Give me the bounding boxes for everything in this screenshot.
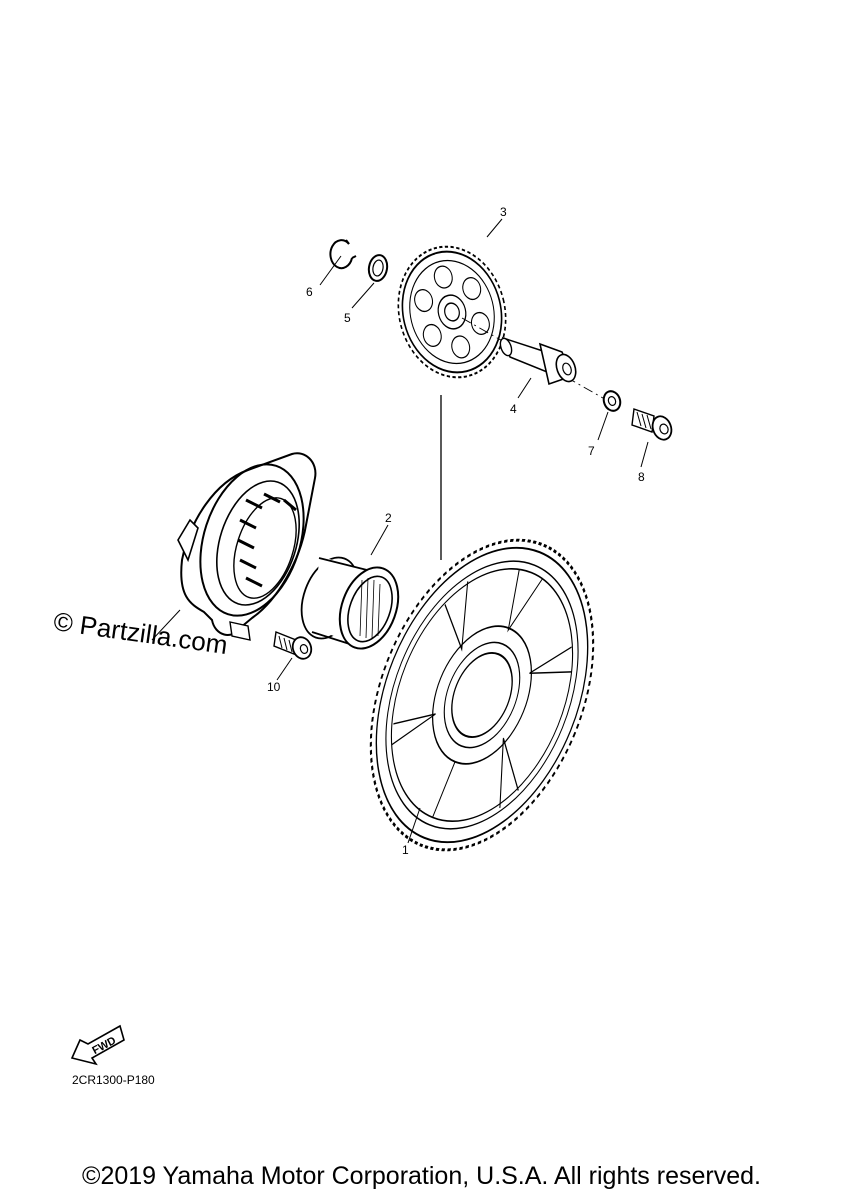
copyright-notice: ©2019 Yamaha Motor Corporation, U.S.A. A… <box>82 1162 761 1190</box>
washer-5 <box>367 254 389 282</box>
needle-bearing <box>300 556 400 650</box>
bolt-7 <box>631 408 673 441</box>
part-label-5: 5 <box>344 311 351 325</box>
part-label-8: 7 <box>588 444 595 458</box>
starter-wheel-gear <box>369 538 595 852</box>
diagram-code: 2CR1300-P180 <box>72 1073 155 1087</box>
idler-gear <box>397 245 507 379</box>
part-label-3: 3 <box>500 205 507 219</box>
part-label-4: 4 <box>510 402 517 416</box>
starter-clutch-housing <box>177 452 317 641</box>
idler-shaft <box>499 336 577 386</box>
part-label-7: 8 <box>638 470 645 484</box>
washer-8 <box>602 390 622 412</box>
fwd-label: FWD <box>90 1035 118 1057</box>
bolt-10 <box>273 631 313 660</box>
fwd-arrow-icon: FWD <box>70 1024 125 1066</box>
leader-lines <box>151 218 649 844</box>
part-label-10: 10 <box>267 680 281 694</box>
circlip <box>329 239 357 270</box>
part-label-6: 6 <box>306 285 313 299</box>
part-label-1: 1 <box>402 843 409 857</box>
part-label-2: 2 <box>385 511 392 525</box>
